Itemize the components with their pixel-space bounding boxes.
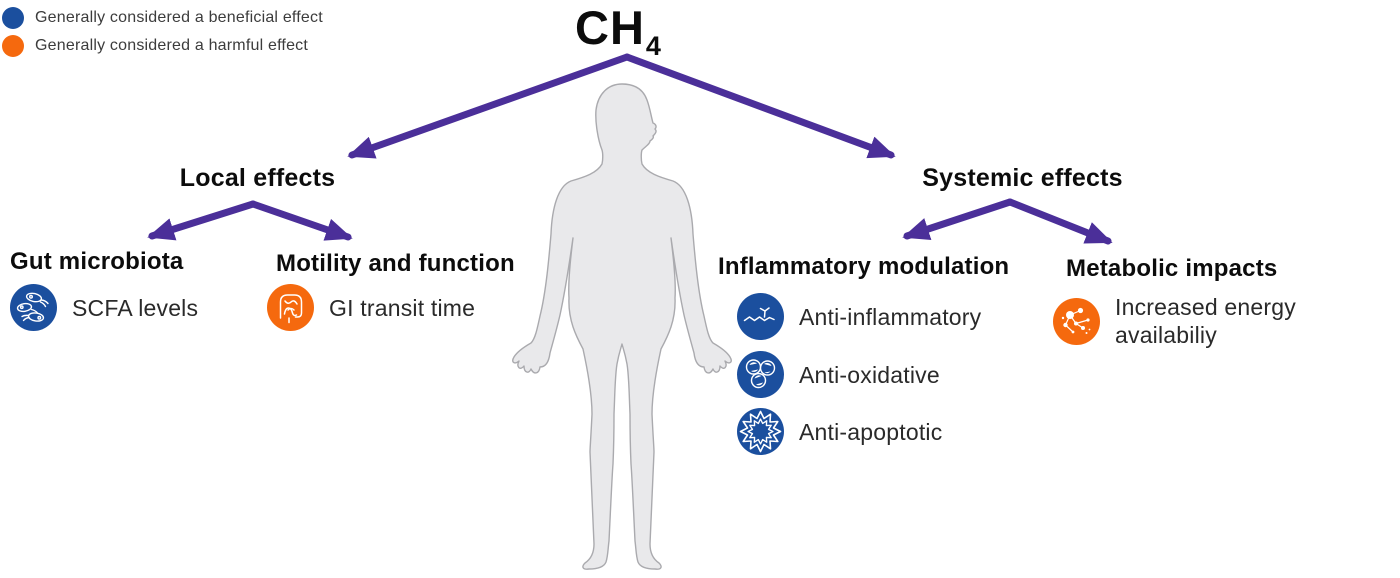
legend-label: Generally considered a beneficial effect	[35, 9, 323, 26]
legend-item-harmful: Generally considered a harmful effect	[2, 32, 323, 60]
item-gi-transit-time: GI transit time	[267, 284, 475, 331]
item-anti-oxidative: Anti-oxidative	[737, 351, 940, 398]
group-heading-motility: Motility and function	[276, 250, 515, 277]
chemical-title: CH4	[575, 0, 661, 61]
formula-subscript: 4	[645, 31, 661, 61]
arrow-ch4-to-systemic	[623, 53, 896, 159]
group-heading-metabolic: Metabolic impacts	[1066, 255, 1278, 282]
item-label: GI transit time	[329, 294, 476, 321]
arrow-systemic-to-inflammatory	[902, 198, 1014, 241]
molecular-network-icon	[1053, 297, 1100, 345]
item-increased-energy: Increased energy availabiliy	[1053, 293, 1325, 349]
legend-label: Generally considered a harmful effect	[35, 37, 309, 54]
item-anti-apoptotic: Anti-apoptotic	[737, 408, 942, 455]
arrow-local-to-gut	[147, 200, 257, 241]
item-scfa-levels: SCFA levels	[10, 284, 198, 331]
branch-systemic-effects: Systemic effects	[922, 164, 1123, 192]
arrow-ch4-to-local	[347, 53, 631, 159]
item-anti-inflammatory: Anti-inflammatory	[737, 293, 981, 340]
bacteria-icon	[10, 284, 57, 331]
item-label: SCFA levels	[72, 294, 199, 321]
group-heading-inflammatory: Inflammatory modulation	[718, 253, 1010, 280]
legend: Generally considered a beneficial effect…	[2, 4, 323, 60]
arrow-local-to-motility	[249, 200, 353, 241]
item-label: Increased energy availabiliy	[1115, 294, 1296, 348]
arrow-systemic-to-metabolic	[1006, 198, 1113, 245]
cells-icon	[737, 351, 784, 398]
item-label: Anti-apoptotic	[799, 418, 943, 445]
item-label: Anti-inflammatory	[799, 303, 982, 330]
harmful-dot-icon	[2, 35, 24, 57]
group-heading-gut-microbiota: Gut microbiota	[10, 248, 184, 275]
legend-item-beneficial: Generally considered a beneficial effect	[2, 4, 323, 32]
intestine-icon	[267, 284, 314, 331]
beneficial-dot-icon	[2, 7, 24, 29]
item-label: Anti-oxidative	[799, 361, 940, 388]
starburst-icon	[737, 408, 784, 455]
formula-text: CH	[575, 1, 645, 54]
molecule-chain-icon	[737, 293, 784, 340]
branch-local-effects: Local effects	[179, 164, 336, 192]
